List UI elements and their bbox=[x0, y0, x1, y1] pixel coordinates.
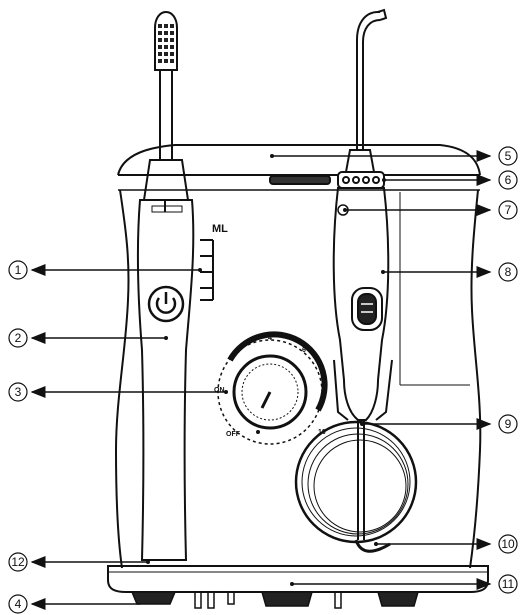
device-body bbox=[107, 144, 489, 593]
water-level-scale bbox=[200, 239, 214, 301]
dial-on-label: ON bbox=[214, 387, 225, 394]
dial-scale-8: 8 bbox=[322, 377, 326, 384]
svg-text:6: 6 bbox=[505, 173, 512, 187]
callout-1: 1 bbox=[8, 260, 28, 280]
callout-7: 7 bbox=[498, 200, 518, 220]
hose-storage bbox=[294, 420, 418, 553]
dial-scale-6: 6 bbox=[302, 347, 306, 354]
base-feet bbox=[130, 591, 419, 609]
dial-scale-4: 4 bbox=[268, 335, 272, 342]
callout-badges: 1 2 3 4 12 5 6 7 bbox=[8, 146, 518, 614]
dial-scale-2: 2 bbox=[232, 351, 236, 358]
svg-text:5: 5 bbox=[505, 149, 512, 163]
callout-10: 10 bbox=[498, 534, 518, 554]
callout-11: 11 bbox=[498, 574, 518, 594]
callout-6: 6 bbox=[498, 170, 518, 190]
pressure-dial bbox=[217, 331, 328, 445]
svg-text:9: 9 bbox=[505, 417, 512, 431]
flosser-handle bbox=[332, 8, 393, 421]
svg-text:11: 11 bbox=[502, 577, 515, 591]
callout-12: 12 bbox=[8, 552, 28, 572]
callout-4: 4 bbox=[8, 594, 28, 614]
callout-3: 3 bbox=[8, 382, 28, 402]
callout-5: 5 bbox=[498, 146, 518, 166]
svg-text:8: 8 bbox=[505, 265, 512, 279]
callout-9: 9 bbox=[498, 414, 518, 434]
svg-text:12: 12 bbox=[11, 555, 25, 569]
callout-lines bbox=[30, 150, 492, 610]
svg-text:10: 10 bbox=[501, 537, 515, 551]
callout-2: 2 bbox=[8, 328, 28, 348]
callout-8: 8 bbox=[498, 262, 518, 282]
svg-text:4: 4 bbox=[15, 597, 22, 611]
svg-text:1: 1 bbox=[15, 263, 22, 277]
power-icon bbox=[147, 285, 185, 323]
dial-off-label: OFF bbox=[226, 431, 241, 438]
svg-text:7: 7 bbox=[505, 203, 512, 217]
svg-text:3: 3 bbox=[15, 385, 22, 399]
svg-text:2: 2 bbox=[15, 331, 22, 345]
toothbrush bbox=[136, 10, 195, 561]
ml-marking: ML bbox=[212, 223, 228, 235]
